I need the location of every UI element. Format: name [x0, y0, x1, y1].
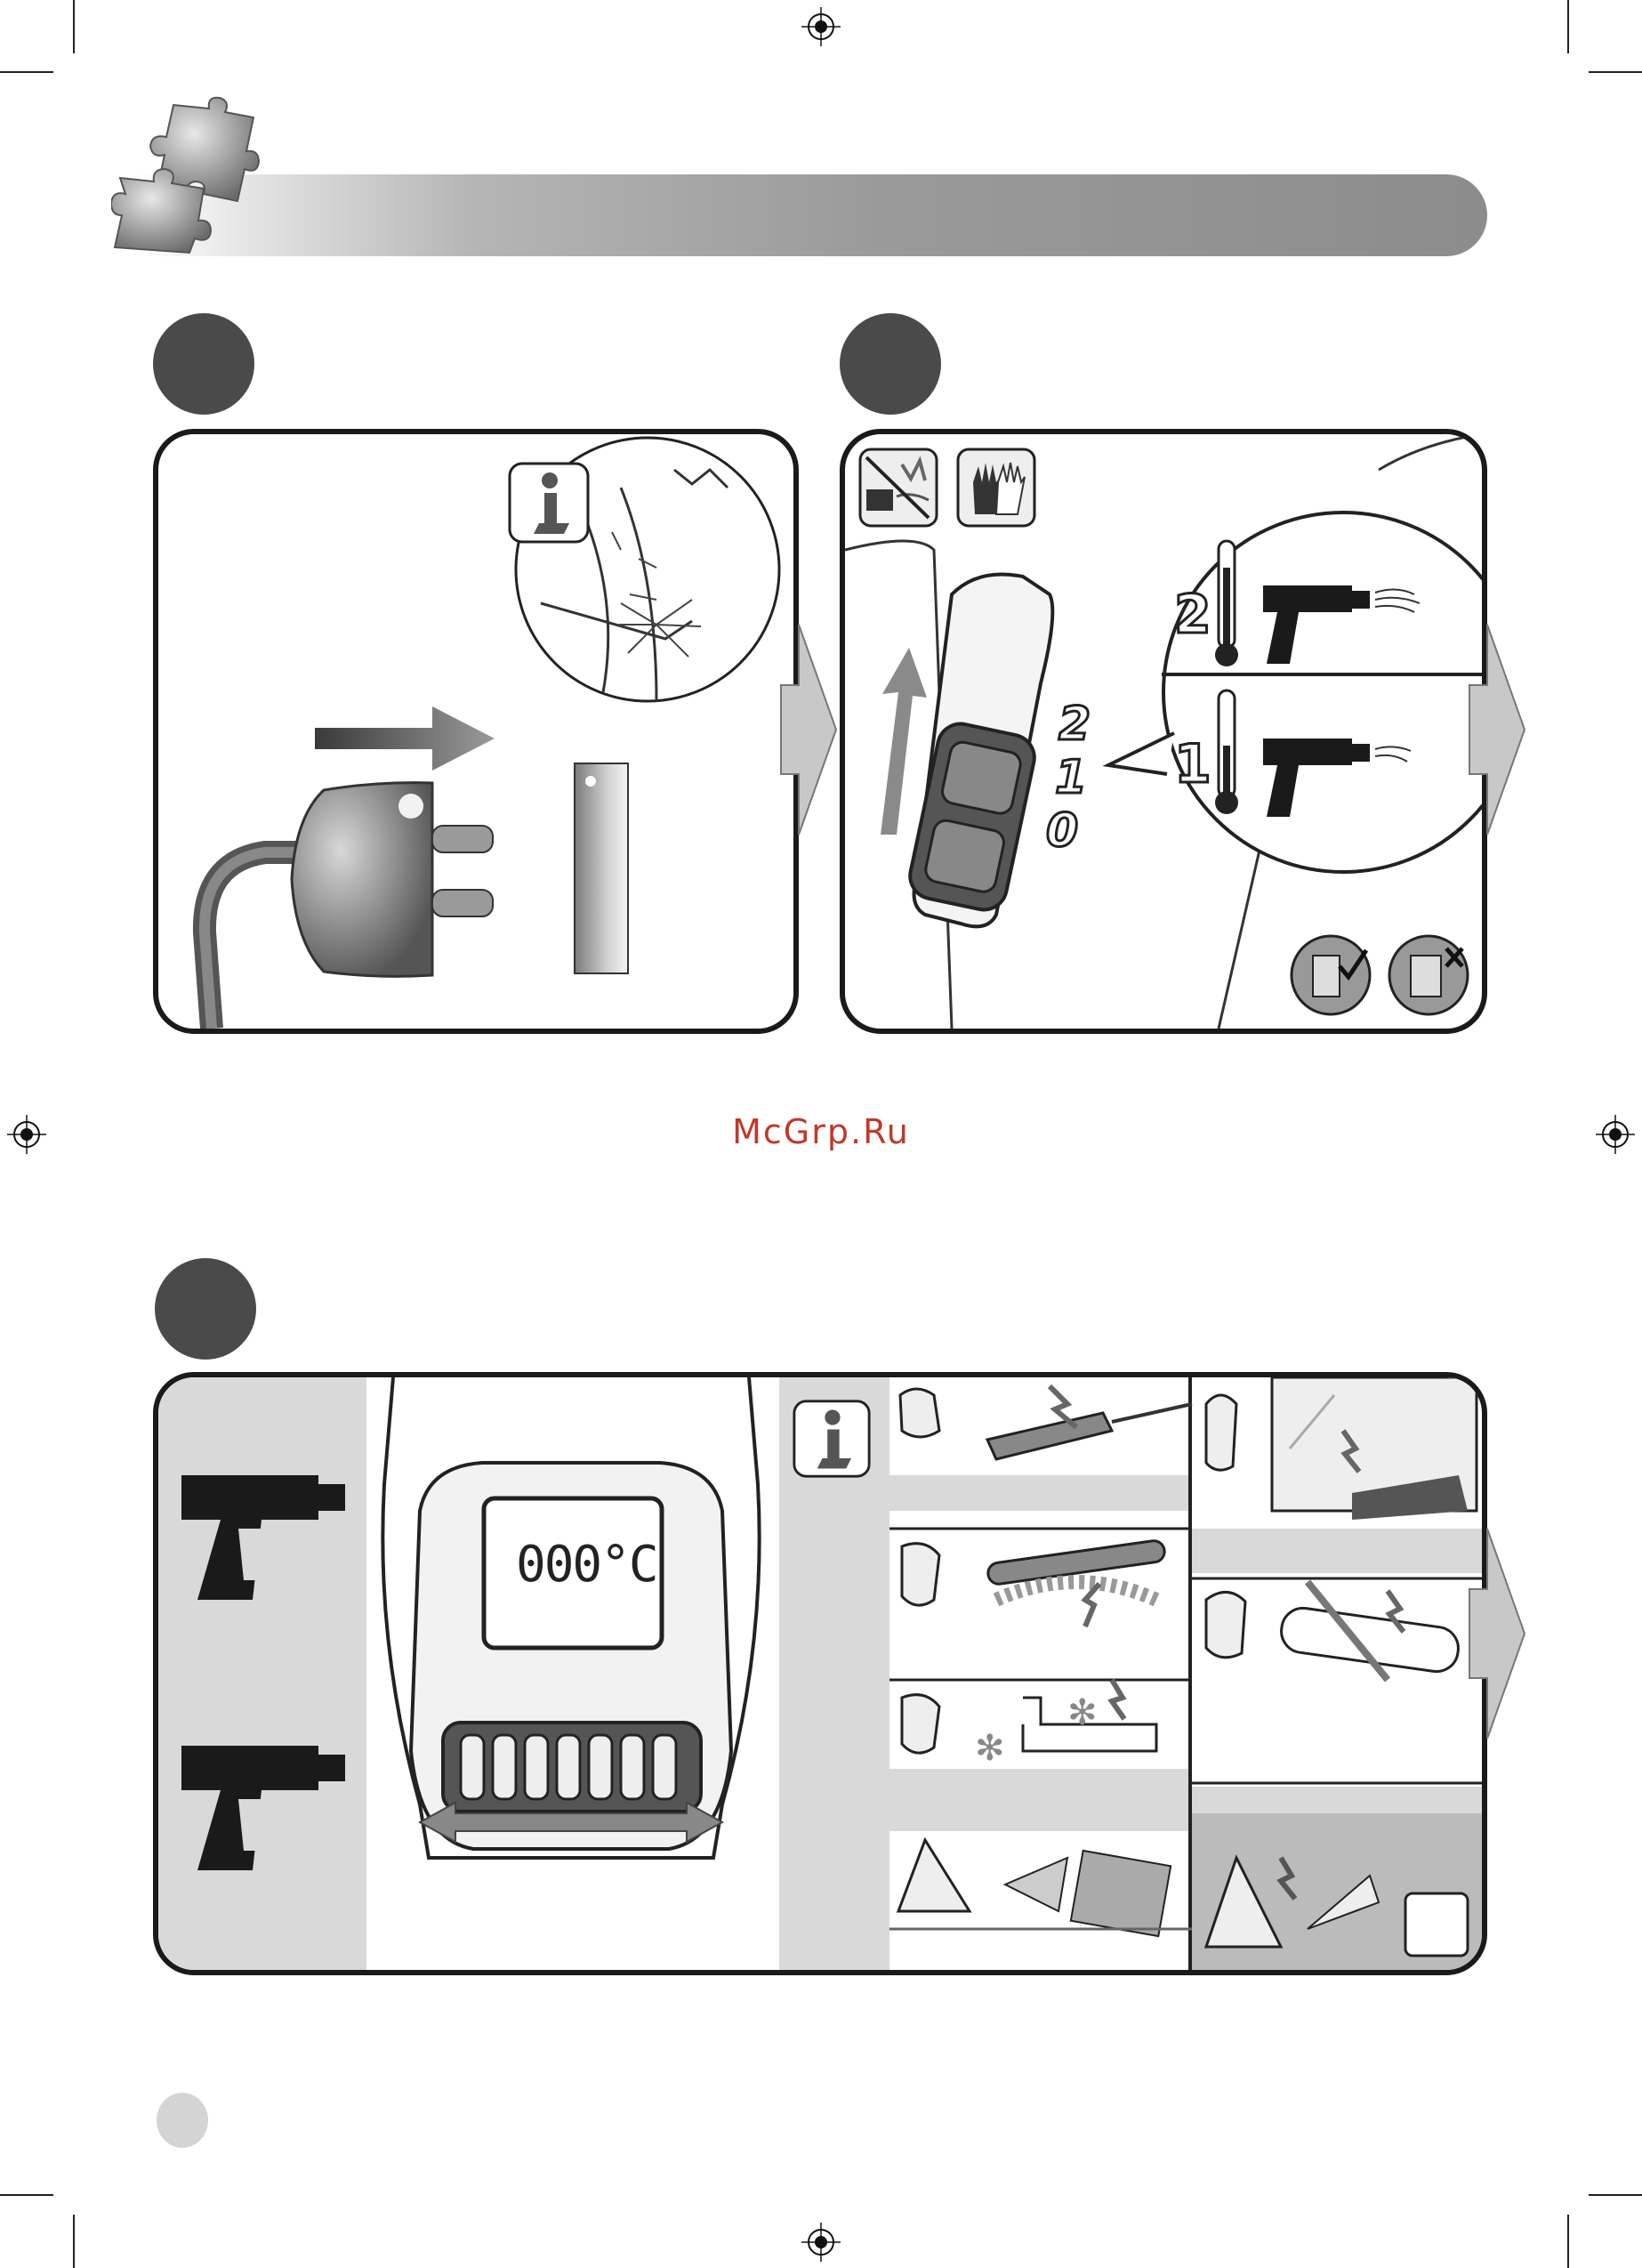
svg-text:✻: ✻	[1067, 1692, 1098, 1733]
heat-gun-icon	[176, 1737, 354, 1888]
switch-label-0: 0	[1046, 804, 1078, 858]
header-bar	[133, 174, 1487, 256]
tile-pipe-soldering	[1206, 1582, 1461, 1680]
panel-applications: 000°C	[153, 1372, 1487, 1975]
crop-mark	[1589, 2194, 1642, 2196]
panel-plug-in	[153, 429, 799, 1034]
gloves-icon	[955, 447, 1037, 529]
crop-mark	[73, 0, 75, 53]
step-circle-3	[155, 1258, 256, 1360]
crop-mark	[1567, 0, 1569, 53]
no-hand-near-nozzle-icon	[857, 447, 939, 529]
crop-mark	[1567, 2215, 1569, 2268]
page-number-tab	[157, 2093, 208, 2148]
svg-text:✻: ✻	[975, 1728, 1005, 1769]
level-label-2: 2	[1174, 584, 1211, 646]
next-arrow-icon	[1468, 1527, 1526, 1740]
crop-mark	[73, 2215, 75, 2268]
temperature-display: 000°C	[516, 1536, 649, 1594]
switch-label-2: 2	[1058, 698, 1091, 751]
crop-mark	[0, 71, 53, 73]
next-arrow-icon	[1468, 623, 1526, 836]
next-arrow-icon	[779, 623, 838, 836]
step-circle-1	[153, 313, 254, 415]
tile-window-putty	[1206, 1377, 1477, 1520]
applications-grid: ✻ ✻	[889, 1377, 1482, 1970]
registration-mark-icon	[801, 7, 841, 46]
tile-bending-pipe	[902, 1539, 1166, 1626]
level-label-1: 1	[1174, 733, 1211, 795]
heat-gun-icon	[176, 1466, 354, 1618]
switch-illustration	[845, 434, 1482, 1029]
tile-shrink-tube	[900, 1386, 1192, 1459]
switch-label-1: 1	[1055, 751, 1087, 804]
tile-floor-tiles	[889, 1840, 1192, 1936]
watermark: McGrp.Ru	[0, 1112, 1642, 1151]
plug-illustration	[158, 434, 793, 1029]
crop-mark	[0, 2194, 53, 2196]
info-tool-icon	[792, 1399, 872, 1479]
step-circle-2	[840, 313, 941, 415]
puzzle-pieces-icon	[111, 96, 271, 256]
registration-mark-icon	[801, 2223, 841, 2262]
tile-paint-stripping	[1192, 1813, 1482, 1970]
crop-mark	[1589, 71, 1642, 73]
tile-frozen-pipe: ✻ ✻	[902, 1680, 1156, 1769]
control-panel-illustration	[366, 1377, 779, 1970]
info-tool-icon	[507, 461, 591, 545]
panel-switch-settings: 2 1 0 2 1	[840, 429, 1487, 1034]
